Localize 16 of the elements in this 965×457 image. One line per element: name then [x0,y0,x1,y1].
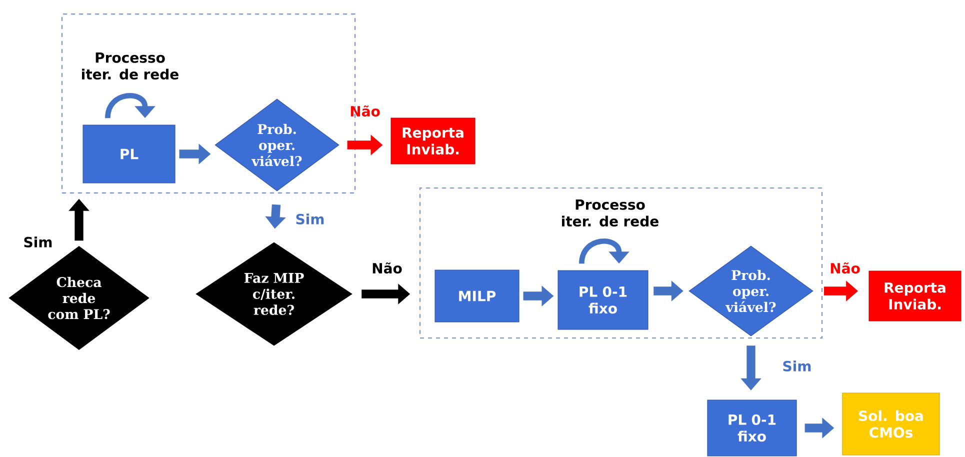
edge-label: Sim [296,214,324,224]
process-box: PL [82,124,176,184]
edge-label: Não [830,262,860,274]
result-box: Reporta Inviab. [868,270,962,322]
result-box: Sol. boa CMOs [842,392,940,456]
edge-label: Processo iter. de rede [562,199,658,227]
edge-label: Processo iter. de rede [82,52,178,80]
dashed-frame [419,187,823,339]
edge-label: Não [350,105,380,117]
edge-label: Sim [783,360,811,372]
process-box: PL 0-1 fixo [707,400,797,456]
edge-label: Não [372,262,402,274]
result-box: Reporta Inviab. [390,118,476,164]
edge-label: Sim [24,236,52,248]
process-box: MILP [434,270,520,322]
process-box: PL 0-1 fixo [558,270,648,330]
